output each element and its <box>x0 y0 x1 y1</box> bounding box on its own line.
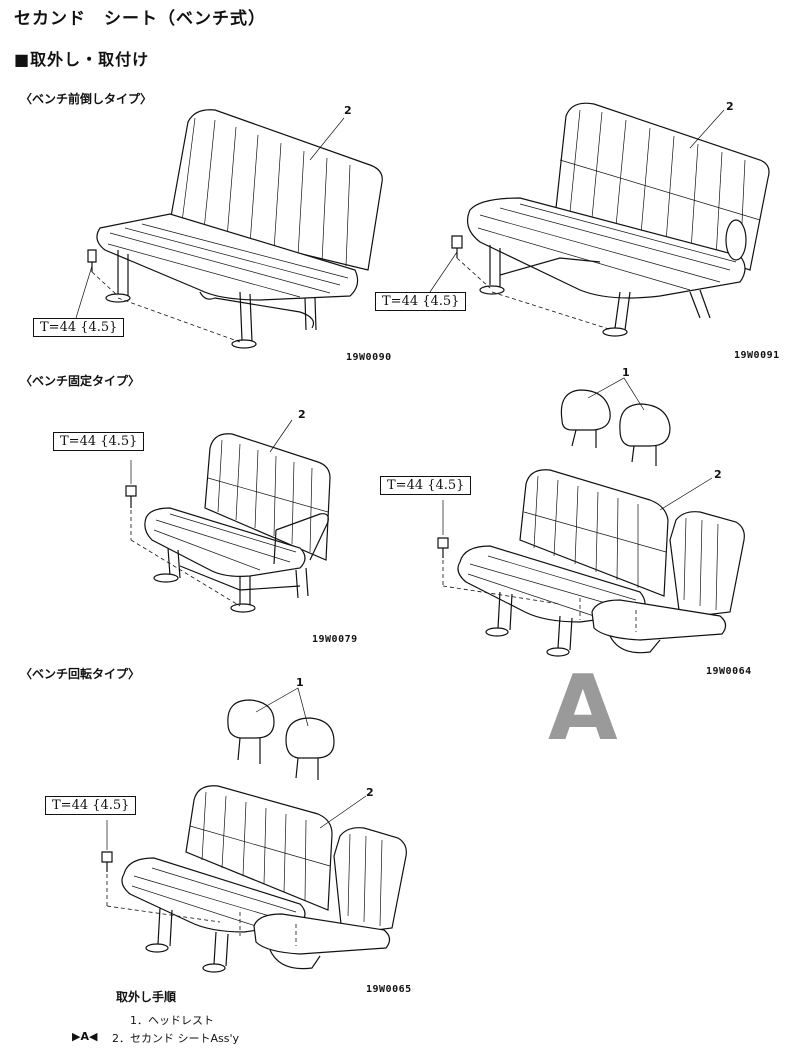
procedure-title: 取外し手順 <box>116 990 177 1004</box>
torque-label-fig3: T=44 {4.5} <box>53 432 145 451</box>
torque-label-fig1: T=44 {4.5} <box>33 318 125 337</box>
procedure-step-2-marker: ▶A◀ <box>72 1030 98 1043</box>
callout-seat-fig1: 2 <box>344 104 352 117</box>
torque-label-fig4: T=44 {4.5} <box>380 476 472 495</box>
procedure-step-1: 1．ヘッドレスト <box>130 1014 214 1027</box>
bench-rotate-seat-drawing <box>101 687 407 973</box>
procedure-step-2: 2．セカンド シートAss'y <box>112 1032 240 1045</box>
bench-fixed-headrest-drawing <box>437 377 745 657</box>
callout-headrest-fig5: 1 <box>296 676 304 689</box>
bench-tilt-seat-drawing <box>75 109 383 349</box>
callout-seat-fig5: 2 <box>366 786 374 799</box>
figure-code-fig4: 19W0064 <box>706 666 752 677</box>
section-heading: ■取外し・取付け <box>14 50 150 69</box>
torque-label-fig5: T=44 {4.5} <box>45 796 137 815</box>
bench-fixed-seat-drawing <box>125 419 331 613</box>
figure-code-fig2: 19W0091 <box>734 350 780 361</box>
subsection-fixed-type: 〈ベンチ固定タイプ〉 <box>20 374 141 388</box>
bench-tilt-seat-alt-drawing <box>429 102 770 337</box>
callout-seat-fig2: 2 <box>726 100 734 113</box>
figure-code-fig1: 19W0090 <box>346 352 392 363</box>
page-title: セカンド シート（ベンチ式） <box>14 9 266 29</box>
procedure-marker-a: A <box>548 656 618 761</box>
figure-code-fig3: 19W0079 <box>312 634 358 645</box>
callout-seat-fig3: 2 <box>298 408 306 421</box>
callout-seat-fig4: 2 <box>714 468 722 481</box>
subsection-tilt-type: 〈ベンチ前倒しタイプ〉 <box>20 92 153 106</box>
torque-label-fig2: T=44 {4.5} <box>375 292 467 311</box>
subsection-rotate-type: 〈ベンチ回転タイプ〉 <box>20 667 141 681</box>
callout-headrest-fig4: 1 <box>622 366 630 379</box>
figure-code-fig5: 19W0065 <box>366 984 412 995</box>
